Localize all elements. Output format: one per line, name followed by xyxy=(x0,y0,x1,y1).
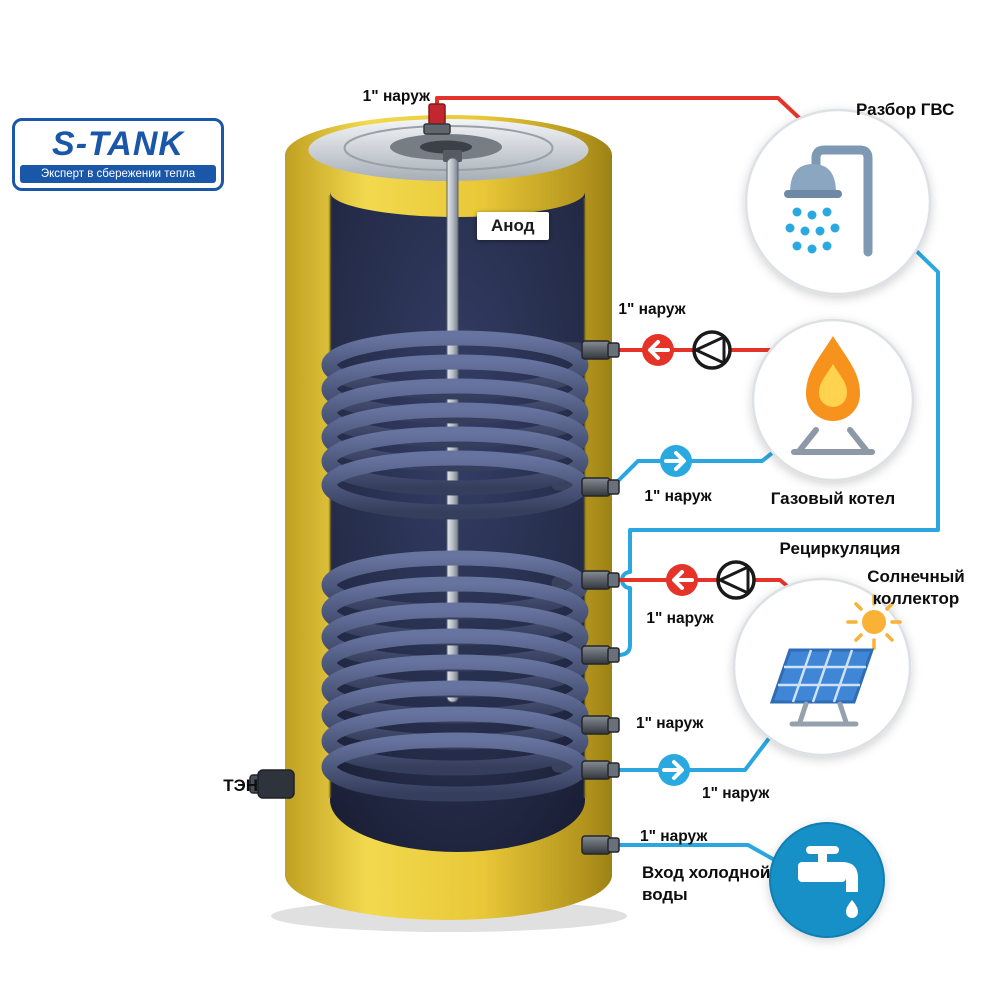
top-outlet-fitting xyxy=(423,103,451,135)
dhw-node xyxy=(744,108,932,296)
port-fitting xyxy=(581,645,620,665)
flow-arrow-left-icon xyxy=(642,334,674,366)
burner-stand-icon xyxy=(791,427,875,455)
faucet-icon xyxy=(798,846,858,918)
solar-label: Солнечный коллектор xyxy=(850,566,982,610)
solar-node xyxy=(732,577,912,757)
port-label-cold-inlet: 1" наруж xyxy=(640,828,708,845)
logo-tagline: Эксперт в сбережении тепла xyxy=(20,165,216,183)
port-fitting xyxy=(581,570,620,590)
tank-ports xyxy=(581,340,620,855)
pump-icons xyxy=(692,330,756,600)
port-fitting xyxy=(581,477,620,497)
pump-icon xyxy=(692,330,732,370)
port-label-solar-supply: 1" наруж xyxy=(646,610,714,627)
boiler-node xyxy=(751,318,915,482)
solar-label-line2: коллектор xyxy=(872,589,960,608)
anode-label: Анод xyxy=(477,212,549,240)
port-label-dhw-top: 1" наруж xyxy=(362,88,430,105)
flow-arrow-right-icon xyxy=(658,754,690,786)
recirculation-line xyxy=(610,238,940,657)
logo-brand-text: S-TANK xyxy=(52,125,184,163)
heater-label: ТЭН xyxy=(223,776,258,795)
upper-coil xyxy=(321,330,589,520)
flow-arrows xyxy=(642,334,698,786)
port-fitting xyxy=(581,340,620,360)
dhw-label: Разбор ГВС xyxy=(856,100,955,119)
port-fitting xyxy=(581,715,620,735)
solar-supply-line xyxy=(610,578,794,592)
cold-water-label-line1: Вход холодной xyxy=(642,863,771,882)
solar-return-line xyxy=(610,735,772,772)
logo: S-TANK Эксперт в сбережении тепла xyxy=(12,118,224,191)
port-label-spare: 1" наруж xyxy=(636,715,704,732)
cold-water-label: Вход холодной воды xyxy=(642,862,782,906)
solar-label-line1: Солнечный xyxy=(867,567,965,586)
port-label-boiler-return: 1" наруж xyxy=(644,488,712,505)
flow-arrow-right-icon xyxy=(660,445,692,477)
port-label-solar-return: 1" наруж xyxy=(702,785,770,802)
cold-water-line xyxy=(610,843,782,865)
gas-flame-icon xyxy=(806,336,860,421)
port-label-boiler-supply: 1" наруж xyxy=(618,301,686,318)
cold-water-label-line2: воды xyxy=(642,885,688,904)
boiler-label: Газовый котел xyxy=(770,489,896,508)
shower-icon xyxy=(784,145,873,257)
boiler-return-line xyxy=(610,440,788,489)
heater-flange xyxy=(249,769,295,799)
sun-icon xyxy=(846,594,902,650)
pump-icon xyxy=(716,560,756,600)
port-fitting xyxy=(581,835,620,855)
recirculation-label: Рециркуляция xyxy=(779,539,901,558)
port-fitting xyxy=(581,760,620,780)
solar-panel-icon xyxy=(769,648,875,727)
flow-arrow-left-icon xyxy=(666,564,698,596)
lower-coil xyxy=(321,550,589,802)
cold-water-node xyxy=(769,822,885,938)
